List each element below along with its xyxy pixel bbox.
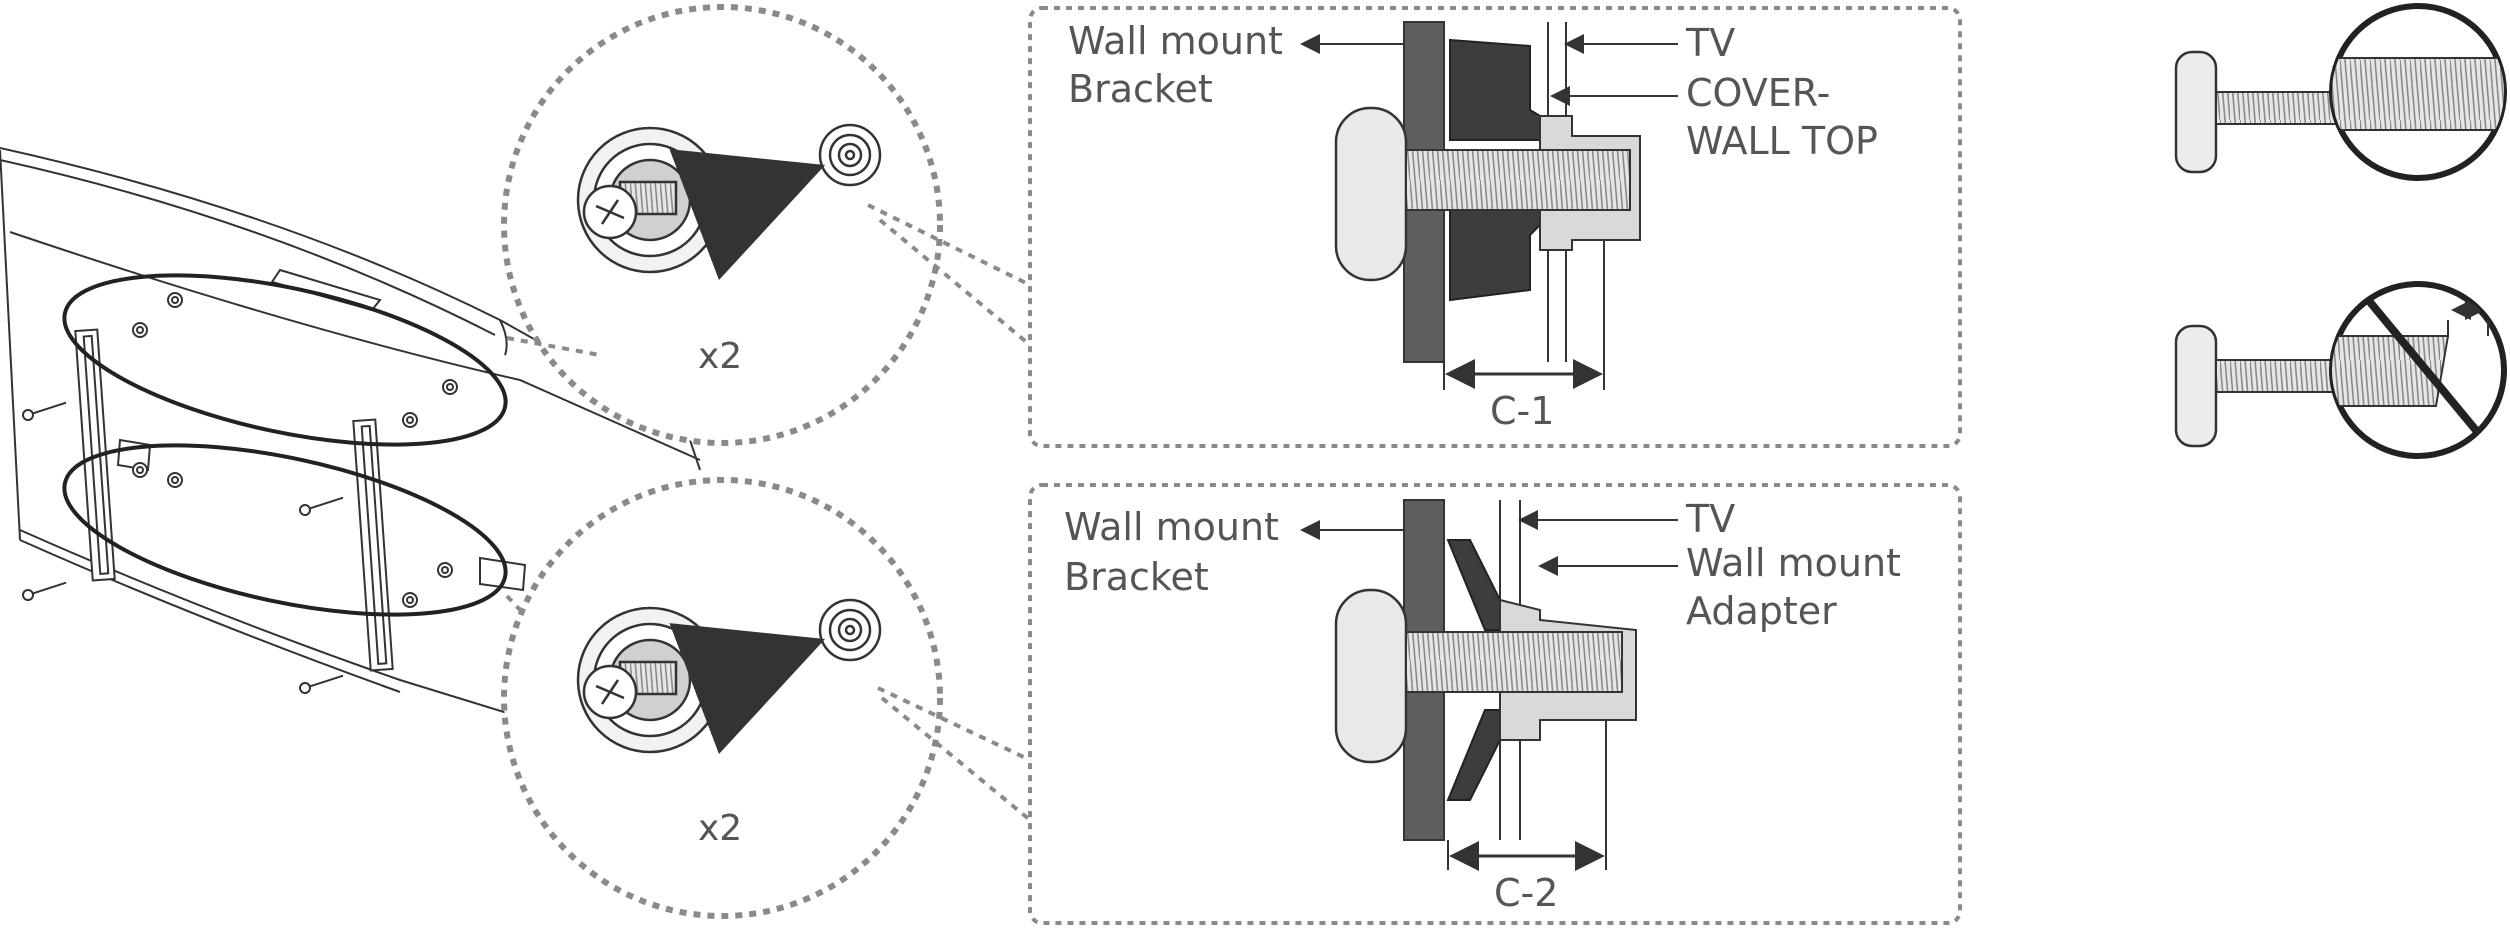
c2-dimension-label: C-2 — [1494, 871, 1558, 915]
c2-label-adapter-line1: Wall mount — [1686, 541, 1901, 585]
c1-dimension-label: C-1 — [1490, 389, 1554, 433]
screw-and-spacer-lower — [576, 598, 882, 755]
c2-label-bracket-line1: Wall mount — [1064, 505, 1279, 549]
c2-label-tv: TV — [1685, 497, 1735, 541]
highlight-ellipse-upper — [62, 273, 508, 447]
c1-label-cover-line1: COVER- — [1686, 71, 1830, 115]
c2-label-adapter-line2: Adapter — [1686, 589, 1837, 633]
wall-mount-bracket-right — [352, 418, 394, 672]
c1-label-tv: TV — [1685, 21, 1735, 65]
screw-correct-icon — [2174, 3, 2507, 181]
c1-label-bracket-line1: Wall mount — [1068, 19, 1283, 63]
mount-holes — [132, 292, 458, 608]
quantity-label-lower: x2 — [698, 808, 742, 849]
detail-box-c2 — [1028, 483, 1962, 925]
screw-and-spacer-upper — [576, 123, 882, 281]
c1-label-bracket-line2: Bracket — [1068, 67, 1213, 111]
c2-label-bracket-line2: Bracket — [1064, 555, 1209, 599]
highlight-ellipse-lower — [62, 443, 508, 617]
detail-box-c1 — [1028, 6, 1962, 448]
c1-label-cover-line2: WALL TOP — [1686, 119, 1878, 163]
loose-screws — [22, 401, 344, 694]
screw-incorrect-prohibited-icon — [2174, 281, 2507, 459]
quantity-label-upper: x2 — [698, 336, 742, 377]
tv-back-panel — [0, 147, 701, 721]
